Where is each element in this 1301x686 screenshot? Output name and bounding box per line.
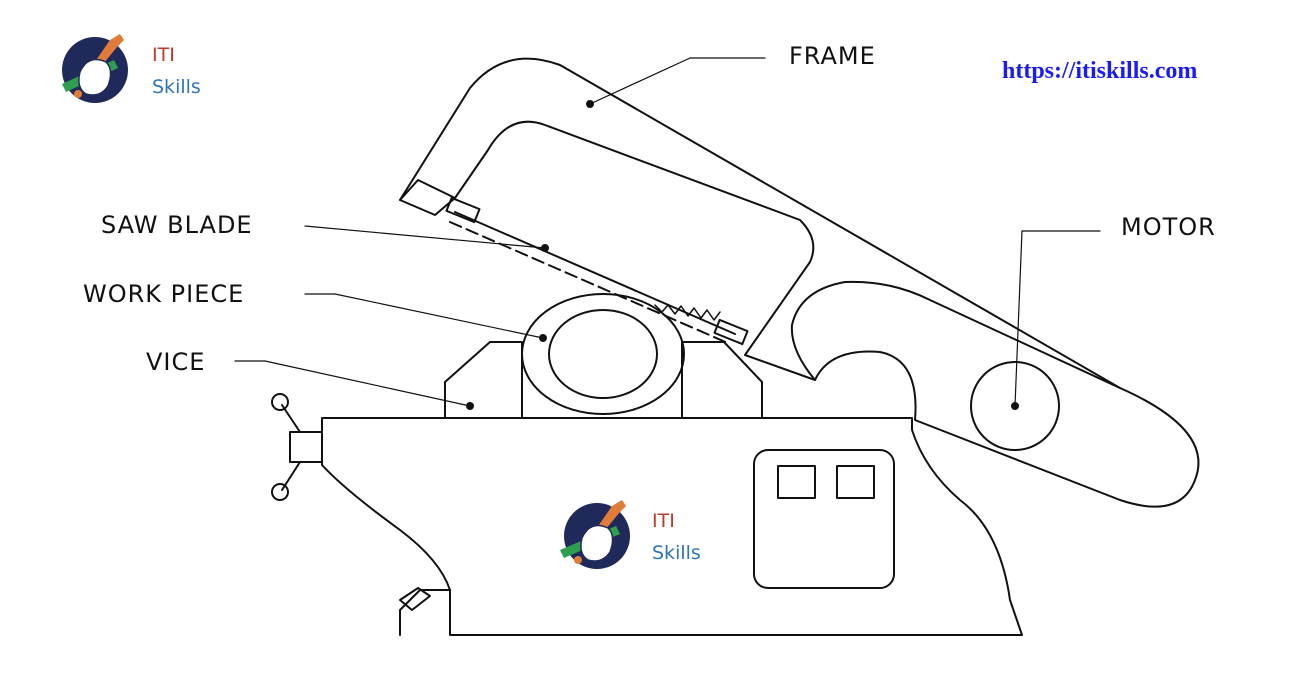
- brand-text-iti: ITI: [152, 44, 175, 66]
- brand-text-skills: Skills: [152, 76, 201, 98]
- label-motor: MOTOR: [1121, 213, 1216, 241]
- saw-blade-leader-dot: [542, 245, 548, 251]
- frame-leader-dot: [587, 101, 593, 107]
- watermark-text-iti: ITI: [652, 510, 675, 532]
- vice-jaw-left: [445, 342, 522, 418]
- motor-cover: [792, 282, 1120, 388]
- saw-frame: [400, 59, 1198, 507]
- vice-leader-line-2: [265, 361, 470, 406]
- label-frame: FRAME: [789, 42, 876, 70]
- control-panel: [754, 450, 894, 588]
- control-button-left: [778, 466, 815, 498]
- vice-handle-knob-upper: [272, 394, 288, 410]
- work-piece-inner: [549, 310, 657, 398]
- work-piece-leader-dot: [540, 335, 546, 341]
- vice-jaw-right: [682, 342, 762, 418]
- watermark-text-skills: Skills: [652, 542, 701, 564]
- motor-leader-vertical: [1015, 231, 1022, 406]
- frame-leader-line: [590, 58, 690, 104]
- motor-leader-dot: [1012, 403, 1018, 409]
- machine-base: [322, 418, 1022, 635]
- site-url[interactable]: https://itiskills.com: [1002, 58, 1198, 84]
- control-button-right: [837, 466, 874, 498]
- vice-handle-block: [290, 432, 322, 462]
- brand-logo-icon: [62, 34, 128, 103]
- base-foot: [400, 590, 450, 635]
- brand-logo-top: ITI Skills: [58, 32, 218, 108]
- saw-blade-teeth: [655, 305, 720, 320]
- saw-blade-top: [455, 212, 735, 334]
- label-vice: VICE: [146, 348, 206, 376]
- motor-pulley: [971, 362, 1059, 450]
- vice-handle-knob-lower: [272, 484, 288, 500]
- saw-blade-bottom: [450, 222, 730, 344]
- saw-blade-leader-line: [305, 226, 545, 248]
- label-saw-blade: SAW BLADE: [101, 211, 253, 239]
- blade-holder-right: [714, 320, 747, 344]
- label-work-piece: WORK PIECE: [83, 280, 245, 308]
- vice-leader-dot: [467, 403, 473, 409]
- base-foot-step: [400, 588, 430, 610]
- brand-logo-watermark: ITI Skills: [556, 498, 716, 574]
- watermark-logo-icon: [560, 500, 630, 569]
- work-piece-outer: [522, 294, 684, 414]
- work-piece-leader-line-2: [335, 294, 543, 338]
- blade-holder-left: [446, 198, 479, 222]
- frame-left-lug: [400, 180, 455, 200]
